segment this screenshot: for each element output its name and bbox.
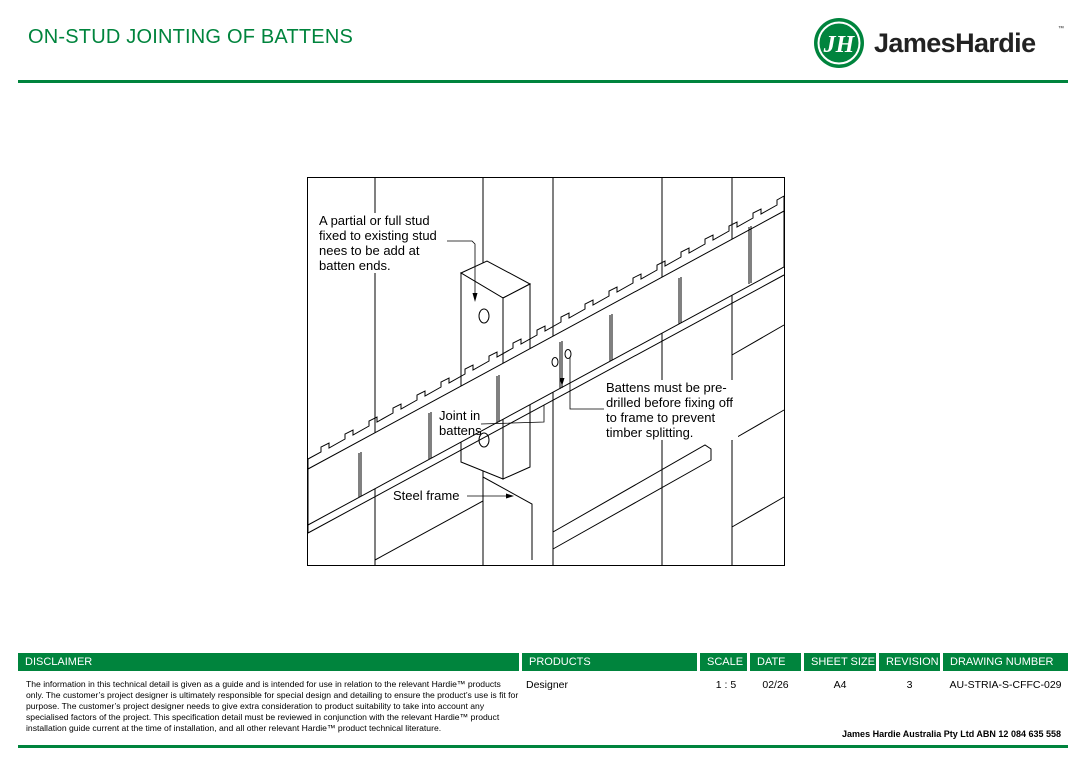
header-sheet-size: SHEET SIZE xyxy=(804,653,876,671)
brand-name: JamesHardie xyxy=(874,28,1036,58)
drawing-number-value: AU-STRIA-S-CFFC-029 xyxy=(949,679,1062,691)
drawing-border xyxy=(307,177,785,566)
header-drawing-number: DRAWING NUMBER xyxy=(943,653,1068,671)
footer-rule xyxy=(18,745,1068,748)
disclaimer-text: The information in this technical detail… xyxy=(26,679,519,733)
header-date: DATE xyxy=(750,653,801,671)
company-abn: James Hardie Australia Pty Ltd ABN 12 08… xyxy=(842,729,1061,739)
header-rule xyxy=(18,80,1068,83)
date-value: 02/26 xyxy=(762,679,789,691)
main-batten xyxy=(307,195,785,534)
logo-lettering: JH xyxy=(823,32,856,58)
predrill-note-label: Battens must be pre-drilled before fixin… xyxy=(606,380,738,440)
steel-frame-label: Steel frame xyxy=(393,488,467,503)
scale-value: 1 : 5 xyxy=(715,679,737,691)
jh-logo-icon: JH xyxy=(814,18,864,68)
sheet-size-value: A4 xyxy=(833,679,847,691)
james-hardie-logo: JH JamesHardie ™ xyxy=(812,16,1068,72)
header-products: PRODUCTS xyxy=(522,653,697,671)
stud-note-label: A partial or full stud fixed to existing… xyxy=(319,213,447,273)
header-scale: SCALE xyxy=(700,653,747,671)
arrow-heads xyxy=(472,293,565,499)
batten-joints xyxy=(358,226,752,497)
isometric-detail xyxy=(307,177,785,566)
technical-drawing: A partial or full stud fixed to existing… xyxy=(307,177,785,566)
leader-lines xyxy=(439,240,604,497)
revision-value: 3 xyxy=(906,679,913,691)
header-disclaimer: DISCLAIMER xyxy=(18,653,519,671)
page-title: ON-STUD JOINTING OF BATTENS xyxy=(28,26,354,48)
joint-note-label: Joint in battens xyxy=(439,408,482,438)
products-value: Designer xyxy=(526,679,569,691)
brand-trademark: ™ xyxy=(1058,26,1064,32)
lower-battens xyxy=(374,324,785,561)
header-revision: REVISION xyxy=(879,653,940,671)
